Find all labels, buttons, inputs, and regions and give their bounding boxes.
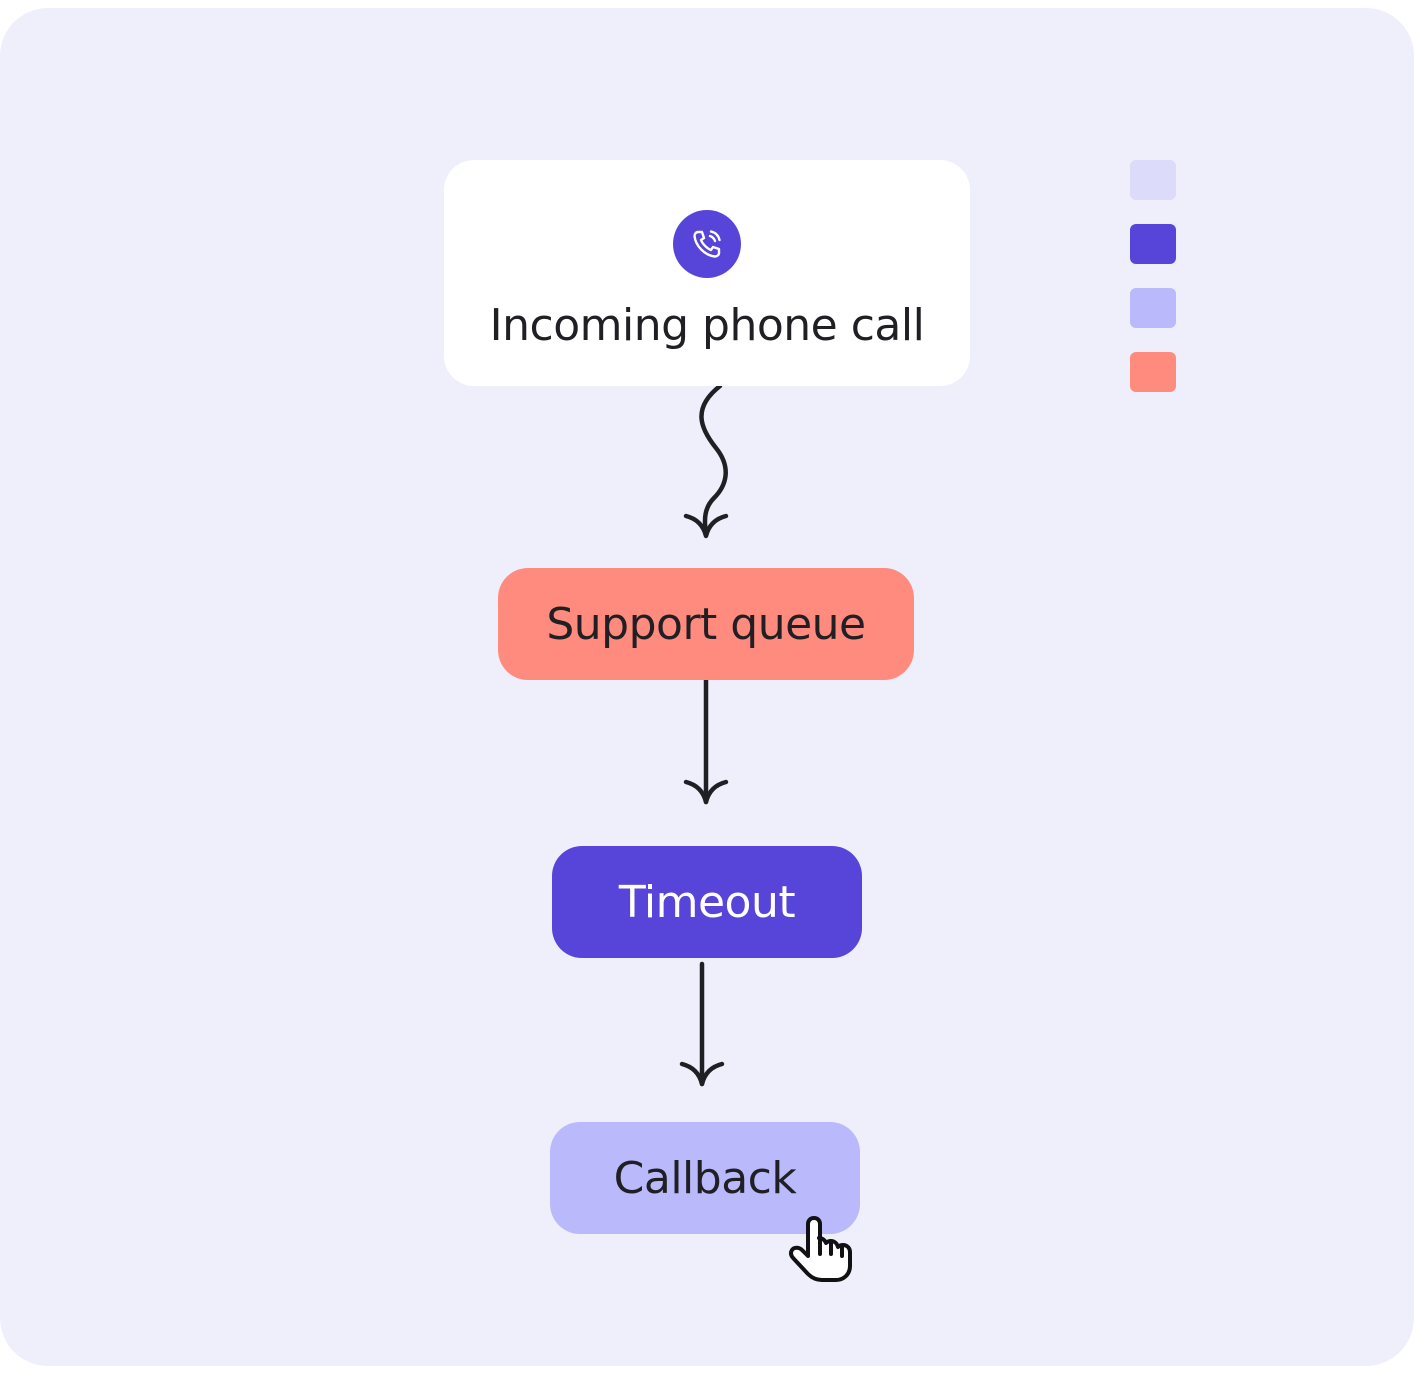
hand-pointer-icon [788,1216,852,1282]
flow-canvas: Incoming phone call Support queue Timeou… [0,8,1414,1366]
node-callback[interactable]: Callback [550,1122,860,1234]
node-support-queue[interactable]: Support queue [498,568,914,680]
node-label: Timeout [618,876,796,928]
palette-swatch-light-lavender[interactable] [1130,160,1176,200]
arrowhead-timeout [683,779,729,805]
phone-badge [673,209,741,278]
node-timeout[interactable]: Timeout [552,846,862,958]
palette-swatch-coral[interactable] [1130,352,1176,392]
node-label: Callback [613,1152,797,1204]
node-label: Incoming phone call [489,299,925,351]
edge-incoming-to-queue [699,383,728,537]
palette-swatch-periwinkle[interactable] [1130,288,1176,328]
arrowhead-callback [679,1061,725,1087]
arrowhead-queue [683,513,729,539]
node-incoming-phone-call[interactable]: Incoming phone call [444,160,970,386]
palette-swatch-indigo[interactable] [1130,224,1176,264]
node-label: Support queue [546,598,866,650]
phone-call-icon [693,229,721,258]
